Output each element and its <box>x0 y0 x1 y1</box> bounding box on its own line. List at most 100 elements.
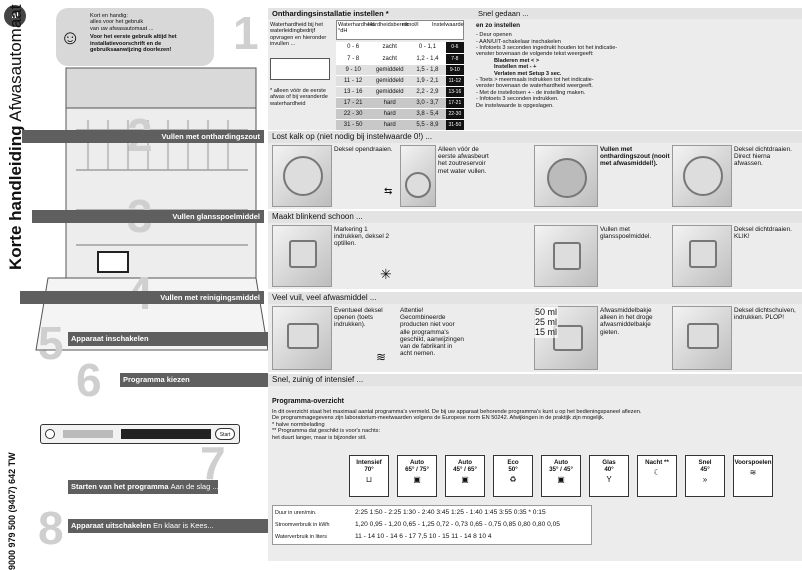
step7-sub: Aan de slag ... <box>170 482 219 491</box>
step-number: 8 <box>38 502 64 554</box>
step1-left-text: Waterhardheid bij het waterleidingbedrij… <box>270 22 327 48</box>
tip-line: van uw afwasautomaat ... <box>90 25 154 32</box>
program-card: Voorspoelen≋ <box>733 455 773 497</box>
photo-rinse-open <box>272 225 332 287</box>
hardness-cell: 2,2 - 2,9 <box>409 86 446 98</box>
step8-sub: En klaar is Kees... <box>153 521 214 530</box>
tip-line: alles voor het gebruik <box>90 19 144 26</box>
overview-line: De programmagegevens zijn laboratorium-m… <box>272 415 605 422</box>
instr-line: - Infotoets 3 seconden ingedrukt houden … <box>476 45 618 52</box>
hardness-cell: 11 - 12 <box>336 75 371 87</box>
step4-cap: Afwasmiddelbakje alleen in het droge afw… <box>600 307 653 336</box>
setting-value: 17-21 <box>445 97 464 109</box>
photo-detergent-open <box>272 306 332 370</box>
overview-line: ** Programma dat geschikt is voor's nach… <box>272 428 381 435</box>
instr-line: venster bovenaan de waterhardheid weerge… <box>476 83 593 90</box>
tip-text: Kort en handig: alles voor het gebruik v… <box>90 13 210 53</box>
doc-number: 9000 979 500 (9407) 642 TW <box>7 452 17 570</box>
data-table <box>272 505 592 545</box>
instr-line: - Deur openen <box>476 32 512 39</box>
step2-cap: Alleen vóór de eerste afwasbeurt het zou… <box>438 146 489 175</box>
step2-cap: Vullen met onthardingszout (nooit met af… <box>600 146 670 168</box>
hardness-cell: 1,5 - 1,8 <box>409 64 446 76</box>
step2-cap: Deksel opendraaien. <box>334 146 393 153</box>
hardness-cell: 3,0 - 3,7 <box>409 97 446 109</box>
hardness-cell: 1,9 - 2,1 <box>409 75 446 87</box>
program-temp: 50° <box>508 466 518 473</box>
photo-salt-close <box>672 145 732 207</box>
step2-label: Vullen met onthardingszout <box>21 130 264 143</box>
hardness-cell: 9 - 10 <box>336 64 371 76</box>
glass-icon: Y <box>606 475 612 484</box>
program-name: Auto <box>457 459 473 466</box>
ml-markings: 50 ml 25 ml 15 ml <box>534 306 559 338</box>
arrow-icon: ⇆ <box>384 186 393 197</box>
hardness-cell: 1,2 - 1,4 <box>409 53 446 65</box>
instr-line: venster bovenaan de volgende tekst weerg… <box>476 51 594 58</box>
step1-instructions: en zo instellen - Deur openen- AAN/UIT-s… <box>476 22 796 109</box>
tip-bold: Voor het eerste gebruik altijd het insta… <box>90 34 177 54</box>
photo-rinse-close <box>672 225 732 287</box>
photo-salt-fill <box>534 145 598 207</box>
program-name: Nacht ** <box>645 459 669 466</box>
program-temp: 70° <box>364 466 374 473</box>
auto-icon: ▣ <box>461 475 469 484</box>
power-button[interactable] <box>45 429 55 439</box>
hardness-cell: zacht <box>370 53 410 65</box>
step5-bar: Apparaat inschakelen <box>68 332 268 346</box>
control-panel: Start <box>40 424 240 444</box>
tip-bubble: ☺ Kort en handig: alles voor het gebruik… <box>56 8 214 66</box>
step2-sub: Lost kalk op (niet nodig bij instelwaard… <box>268 131 802 143</box>
program-card: Nacht **☾ <box>637 455 677 497</box>
data-row-label: Duur in uren/min. <box>275 510 317 516</box>
table-header: Waterhardheid °dH <box>338 22 375 35</box>
start-button[interactable]: Start <box>215 428 235 440</box>
photo-salt-lid <box>272 145 332 207</box>
setting-value: 22-30 <box>445 108 464 120</box>
setting-value: 13-16 <box>445 86 464 98</box>
program-name: Intensief <box>356 459 382 466</box>
program-temp: 40° <box>604 466 614 473</box>
hardness-input[interactable] <box>270 58 330 80</box>
data-row-values: 1,20 0,95 - 1,20 0,65 - 1,25 0,72 - 0,73… <box>355 521 560 528</box>
step4-bar: Vullen met reinigingsmiddel <box>0 291 268 305</box>
data-row-values: 11 - 14 10 - 14 6 - 17 7,5 10 - 15 11 - … <box>355 533 492 540</box>
setting-value: 11-12 <box>445 75 464 87</box>
step7-label: Starten van het programma <box>71 482 169 491</box>
program-buttons[interactable] <box>63 430 113 438</box>
lang-badge: nl <box>4 5 26 27</box>
instr-line: - Infotoets 3 seconden indrukken. <box>476 96 559 103</box>
hardness-cell: zacht <box>370 42 410 54</box>
setting-value: 9-10 <box>445 64 464 76</box>
vertical-title: Korte handleiding Afwasautomaat <box>6 5 26 270</box>
eco-icon: ♻ <box>509 475 517 484</box>
hardness-cell: 7 - 8 <box>336 53 371 65</box>
hardness-cell: 17 - 21 <box>336 97 371 109</box>
hardness-cell: 22 - 30 <box>336 108 371 120</box>
instr-line: - Met de instellotsen + - de instelling … <box>476 89 586 96</box>
ml-mark: 15 ml <box>535 327 558 337</box>
instr-line: Bladeren met < > <box>494 57 540 64</box>
program-name: Auto <box>409 459 425 466</box>
step4-label: Vullen met reinigingsmiddel <box>20 291 264 304</box>
instr-line: De instelwaarde is opgeslagen. <box>476 102 554 109</box>
step3-cap: Deksel dichtdraaien. KLIK! <box>734 226 792 241</box>
hardness-cell: gemiddeld <box>370 64 410 76</box>
data-row-values: 2:25 1:50 - 2:25 1:30 - 2:40 3:45 1:25 -… <box>355 509 546 516</box>
hardness-table: Waterhardheid °dH Hardheidsbereik mmol/l… <box>336 20 464 131</box>
hardness-cell: 0 - 6 <box>336 42 371 54</box>
sparkle-icon: ✳ <box>380 266 392 282</box>
setting-value: 7-8 <box>445 53 464 65</box>
smiley-icon: ☺ <box>60 27 81 49</box>
program-name: Eco <box>507 459 519 466</box>
hardness-cell: hard <box>370 119 410 131</box>
